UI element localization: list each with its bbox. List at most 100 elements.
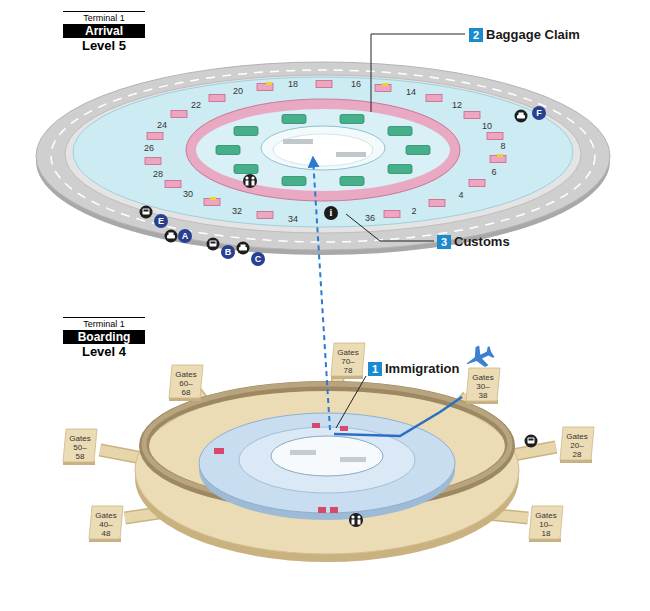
gate-corridor [100, 450, 142, 458]
gate-pier: Gates 30–38 [466, 368, 500, 404]
baggage-carousel [388, 165, 412, 174]
baggage-carousel [340, 115, 364, 124]
restroom-icon [252, 181, 255, 186]
terminal-name: Terminal 1 [63, 318, 145, 330]
carousel-number: 16 [351, 79, 361, 89]
carousel-booth [316, 81, 332, 88]
stop-letter: B [225, 247, 232, 257]
arrival-road [65, 75, 581, 233]
immigration-platform [271, 436, 383, 476]
gate-corridor [100, 450, 142, 458]
carousel-number: 28 [153, 169, 163, 179]
gate-pier-top [466, 368, 500, 401]
gate-pier: Gates 20–28 [560, 427, 594, 463]
carousel-number: 22 [191, 100, 201, 110]
bus-icon [140, 206, 153, 219]
immigration-platform [340, 457, 366, 462]
carousel-number: 32 [232, 206, 242, 216]
baggage-carousel [234, 165, 258, 174]
immigration-booth [214, 448, 224, 454]
taxi-icon [165, 110, 528, 255]
boarding-ring-wall [144, 384, 510, 504]
carousel-booth [257, 212, 273, 219]
gate-label: Gates 70–78 [337, 348, 358, 375]
bus-icon [525, 435, 538, 448]
taxi-icon [519, 113, 524, 116]
gate-pier: Gates 70–78 [331, 343, 365, 379]
taxi-icon [515, 110, 528, 123]
baggage-carousel [282, 115, 306, 124]
leader-line [346, 214, 434, 241]
gate-pier-top [89, 506, 123, 539]
baggage-carousel [234, 127, 258, 136]
baggage-carousel [216, 146, 240, 155]
gate-pier-top [560, 427, 594, 460]
restroom-icon [251, 176, 254, 179]
carousel-number: 18 [288, 79, 298, 89]
central-void [336, 152, 366, 157]
carousel-number: 2 [411, 206, 416, 216]
customs-ring [186, 99, 460, 201]
arrival-road [36, 62, 610, 255]
customs-ring [191, 104, 455, 196]
bus-icon [525, 435, 538, 448]
taxi-icon [241, 245, 246, 248]
gate-pier-top [331, 343, 365, 376]
carousel-booth [145, 81, 506, 219]
taxi-icon [515, 110, 528, 123]
transport-stop-marker: B [221, 245, 235, 259]
bus-icon [140, 206, 153, 219]
restroom-icon [357, 515, 360, 518]
central-void [261, 126, 385, 170]
arrival-road [51, 70, 595, 242]
level-name: Level 4 [63, 344, 145, 360]
floor-name: Arrival [63, 24, 145, 38]
restroom-icon [349, 513, 363, 527]
stop-letter: C [255, 254, 262, 264]
immigration-platform [290, 450, 316, 455]
callout-number: 1 [368, 362, 382, 376]
boarding-ring-wall [144, 384, 510, 506]
carousel-number: 4 [458, 190, 463, 200]
central-void [283, 139, 313, 144]
restroom-icon [349, 513, 363, 527]
immigration-booth [312, 423, 320, 428]
booth-marker [266, 82, 272, 85]
carousel-number: 30 [183, 189, 193, 199]
transport-stop-marker: A [178, 229, 192, 243]
immigration-platform [199, 413, 455, 520]
callout-number: 3 [437, 235, 451, 249]
carousel-number: 36 [365, 213, 375, 223]
callout-label: Immigration [385, 361, 459, 376]
callout-label: Baggage Claim [486, 27, 580, 42]
gate-pier: Gates 10–18 [529, 506, 563, 542]
transport-stop-marker: F [532, 106, 546, 120]
carousel-number: 14 [406, 87, 416, 97]
arrival-hall-floor [73, 77, 573, 227]
taxi-icon [237, 242, 250, 255]
bus-icon [529, 439, 534, 441]
carousel-booth [384, 211, 400, 218]
baggage-carousel [406, 146, 430, 155]
carousel-booth [469, 180, 485, 187]
carousel-booth [171, 111, 187, 118]
restroom-icon [351, 515, 354, 518]
arrival-route [313, 158, 462, 436]
baggage-carousel [340, 177, 364, 186]
boarding-floor [135, 386, 519, 554]
immigration-booth [318, 507, 326, 513]
gate-label: Gates 60–68 [175, 370, 196, 397]
carousel-booth [147, 133, 163, 140]
restroom-icon [243, 174, 257, 188]
taxi-icon [167, 235, 175, 239]
floor-name: Boarding [63, 330, 145, 344]
bus-icon [211, 242, 216, 244]
level-name: Level 5 [63, 38, 145, 54]
transport-stop-marker: E [154, 214, 168, 228]
carousel-booth [165, 181, 181, 188]
boarding-floor [135, 386, 519, 562]
gate-label: Gates 50–58 [69, 434, 90, 461]
carousel-booth [145, 158, 161, 165]
booth-marker [497, 154, 503, 157]
